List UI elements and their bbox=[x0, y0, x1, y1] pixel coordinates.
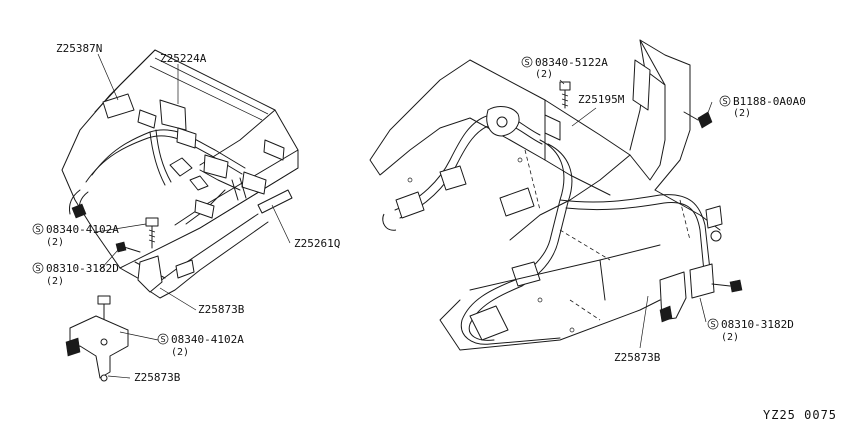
bolt-icon bbox=[145, 217, 159, 249]
label-z25195m: Z25195M bbox=[578, 93, 625, 106]
qty-bolt-right-top: (2) bbox=[535, 69, 553, 80]
svg-text:S: S bbox=[525, 58, 530, 67]
qty-bolt-right-b11188: (2) bbox=[733, 108, 751, 119]
standard-part-icon: S bbox=[521, 56, 533, 68]
qty-bolt-left-upper: (2) bbox=[46, 237, 64, 248]
label-z25261q: Z25261Q bbox=[294, 237, 340, 250]
left-harness-assembly bbox=[61, 49, 299, 382]
label-screw-right: 08310-3182D bbox=[721, 318, 794, 331]
standard-part-icon: S bbox=[707, 318, 719, 330]
callout-labels: Z25387N Z25224A Z25261Q S 08340-4102A (2… bbox=[32, 42, 837, 422]
screw-icon bbox=[711, 279, 743, 293]
qty-screw-right: (2) bbox=[721, 332, 739, 343]
label-z25873b-right: Z25873B bbox=[614, 351, 661, 364]
right-harness-assembly bbox=[369, 39, 743, 351]
screw-icon bbox=[115, 241, 141, 253]
label-bolt-right-top: 08340-5122A bbox=[535, 56, 608, 69]
standard-part-icon: S bbox=[719, 95, 731, 107]
label-z25224a: Z25224A bbox=[160, 52, 207, 65]
label-z25873b-left-lower: Z25873B bbox=[134, 371, 181, 384]
label-bolt-left-lower: 08340-4102A bbox=[171, 333, 244, 346]
svg-text:S: S bbox=[161, 335, 166, 344]
standard-part-icon: S bbox=[157, 333, 169, 345]
qty-bolt-left-lower: (2) bbox=[171, 347, 189, 358]
svg-text:S: S bbox=[36, 264, 41, 273]
right-leader-lines bbox=[559, 79, 713, 349]
svg-text:S: S bbox=[36, 225, 41, 234]
label-bolt-left-upper: 08340-4102A bbox=[46, 223, 119, 236]
standard-part-icon: S bbox=[32, 262, 44, 274]
bracket-icon bbox=[65, 295, 129, 382]
standard-part-icon: S bbox=[32, 223, 44, 235]
svg-text:S: S bbox=[711, 320, 716, 329]
label-bolt-right-b11188: B1188-0A0A0 bbox=[733, 95, 806, 108]
bolt-icon bbox=[683, 111, 713, 129]
qty-screw-left: (2) bbox=[46, 276, 64, 287]
svg-text:S: S bbox=[723, 97, 728, 106]
diagram-code: YZ25 0075 bbox=[763, 408, 837, 422]
label-screw-left: 08310-3182D bbox=[46, 262, 119, 275]
label-z25387n: Z25387N bbox=[56, 42, 102, 55]
label-z25873b-left-upper: Z25873B bbox=[198, 303, 245, 316]
left-leader-lines bbox=[95, 53, 291, 379]
bolt-icon bbox=[559, 81, 571, 109]
